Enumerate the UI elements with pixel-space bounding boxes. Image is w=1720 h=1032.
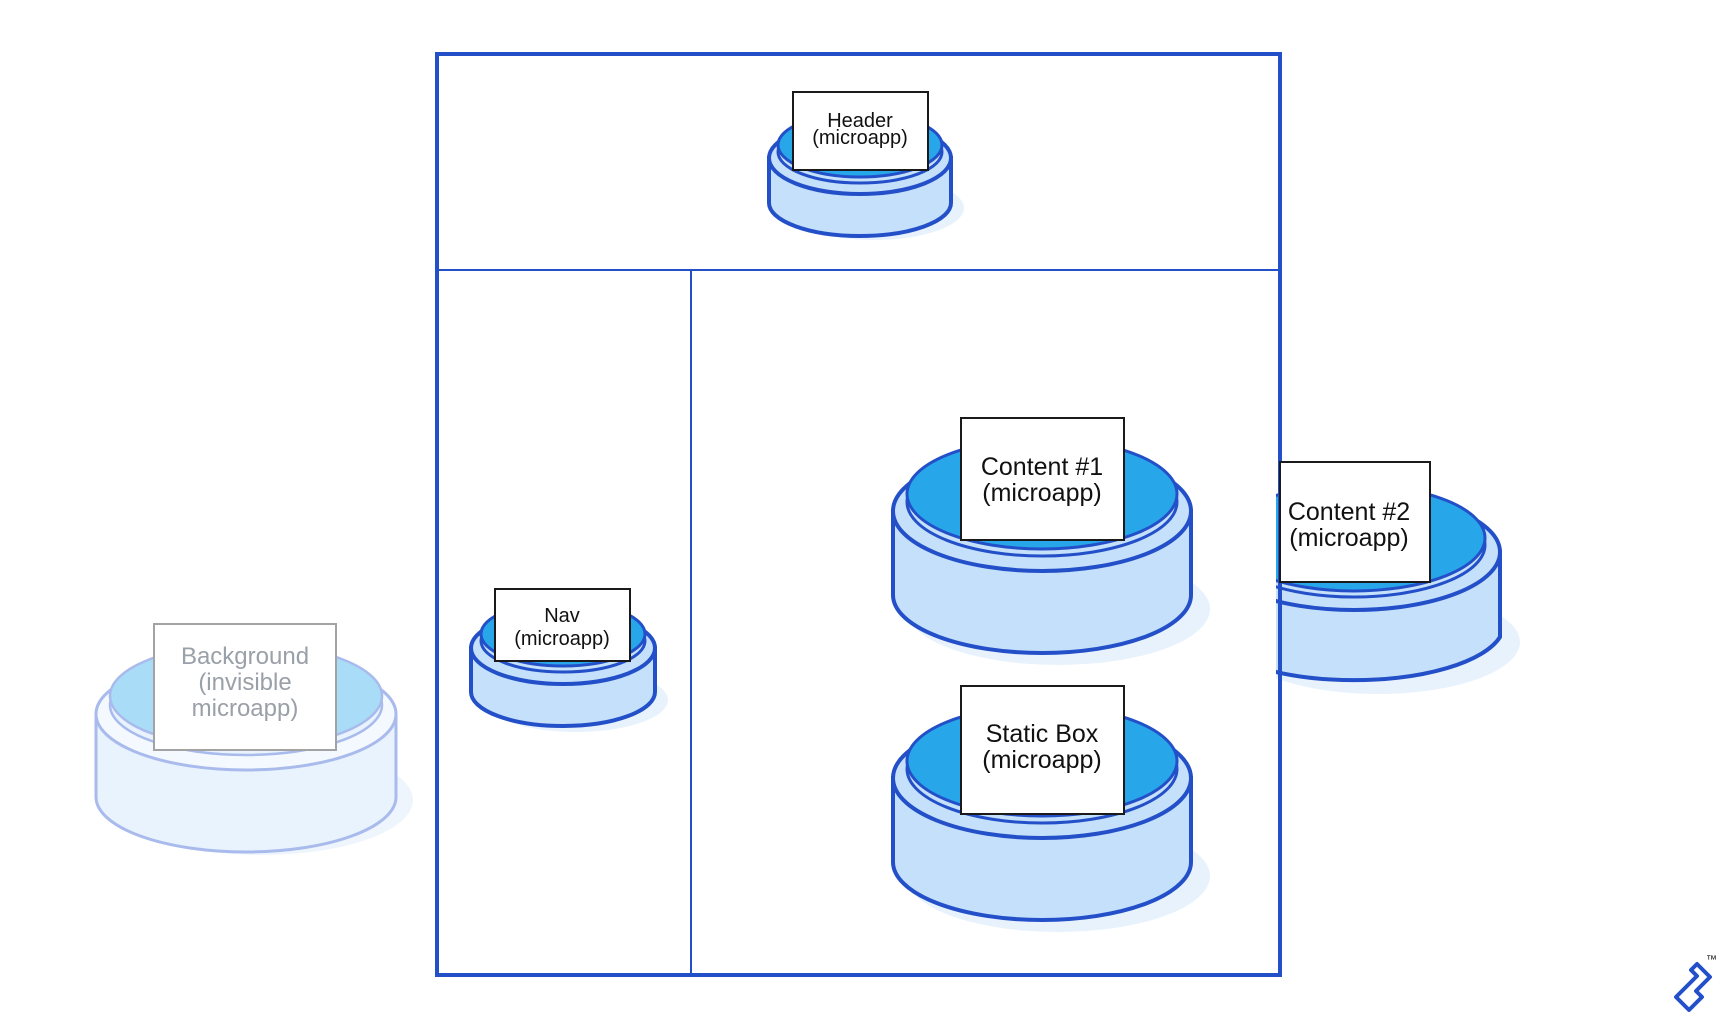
trademark-symbol: ™ [1706,954,1717,966]
static-box-label-card: Static Box (microapp) [960,685,1125,815]
header-label-line1: Header [827,110,893,132]
content2-label-line1: Content #2 [1288,498,1410,526]
content1-label-line2: (microapp) [982,479,1101,507]
nav-label-line2: (microapp) [514,628,610,650]
background-label-line1: Background [181,643,309,670]
content2-label-card: Content #2 (microapp) [1279,461,1431,583]
nav-label-card: Nav (microapp) [494,588,631,662]
content1-label-card: Content #1 (microapp) [960,417,1125,541]
static-box-label-line1: Static Box [986,720,1099,748]
background-label-card: Background (invisible microapp) [153,623,337,751]
nav-label-line1: Nav [544,605,580,627]
header-label-line2: (microapp) [812,127,908,149]
header-label-card: Header (microapp) [792,91,929,171]
content2-label-line2: (microapp) [1289,524,1408,552]
static-box-label-line2: (microapp) [982,746,1101,774]
toptal-logo-icon: ™ [1674,954,1717,1012]
background-label-line2: (invisible [198,669,291,696]
content1-label-line1: Content #1 [981,453,1103,481]
background-label-line3: microapp) [192,695,299,722]
